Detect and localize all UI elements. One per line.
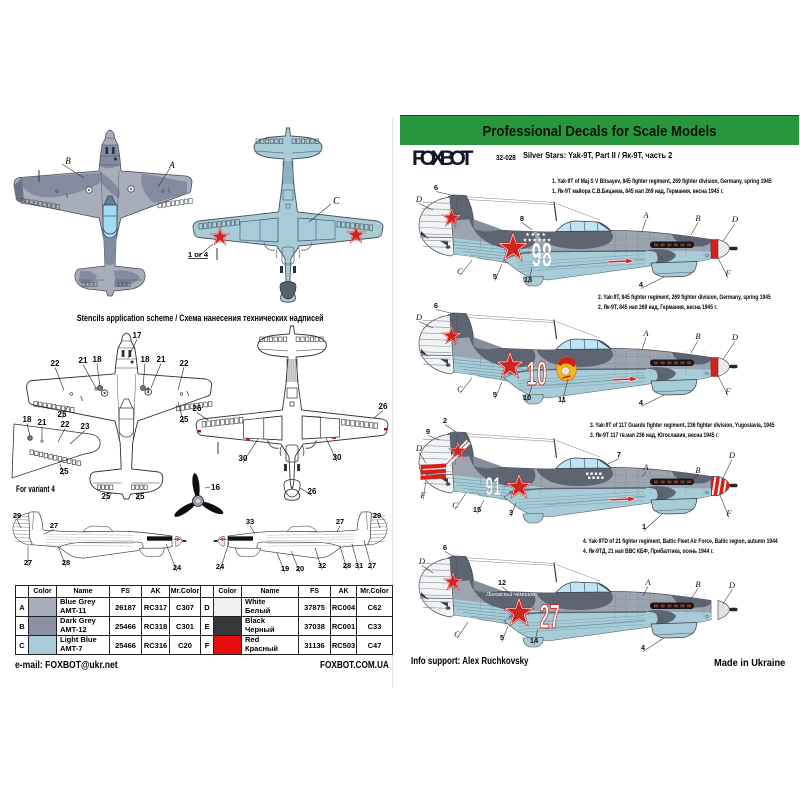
svg-text:28: 28 bbox=[62, 558, 70, 567]
svg-text:29: 29 bbox=[13, 511, 21, 520]
svg-text:D: D bbox=[728, 580, 736, 590]
svg-text:28: 28 bbox=[343, 561, 351, 570]
svg-text:F: F bbox=[725, 508, 732, 518]
svg-text:26: 26 bbox=[193, 404, 202, 413]
svg-text:D: D bbox=[731, 214, 739, 224]
svg-text:D: D bbox=[731, 332, 739, 342]
svg-text:A: A bbox=[168, 160, 175, 170]
svg-text:D: D bbox=[415, 443, 423, 453]
svg-text:27: 27 bbox=[336, 517, 344, 526]
svg-text:B: B bbox=[695, 213, 700, 223]
svg-text:12: 12 bbox=[498, 578, 506, 587]
svg-text:4: 4 bbox=[641, 643, 646, 652]
svg-text:30: 30 bbox=[239, 454, 248, 463]
svg-text:30: 30 bbox=[333, 453, 342, 462]
svg-text:C: C bbox=[333, 196, 340, 207]
svg-text:5: 5 bbox=[493, 272, 497, 281]
svg-text:A: A bbox=[642, 462, 649, 472]
svg-text:91: 91 bbox=[486, 474, 501, 502]
svg-text:Лиговский чемпион: Лиговский чемпион bbox=[485, 591, 535, 598]
svg-text:F: F bbox=[419, 490, 426, 500]
svg-text:F: F bbox=[724, 268, 731, 278]
svg-text:B: B bbox=[695, 579, 700, 589]
svg-text:19: 19 bbox=[281, 564, 289, 573]
svg-text:21: 21 bbox=[38, 418, 47, 427]
svg-text:27: 27 bbox=[368, 561, 376, 570]
svg-text:B: B bbox=[65, 156, 71, 166]
svg-text:1 or 4: 1 or 4 bbox=[188, 250, 209, 259]
svg-text:27: 27 bbox=[50, 521, 58, 530]
svg-text:14: 14 bbox=[530, 636, 539, 645]
svg-text:2: 2 bbox=[443, 416, 447, 425]
svg-text:A: A bbox=[642, 210, 649, 220]
svg-text:3: 3 bbox=[509, 508, 513, 517]
svg-text:25: 25 bbox=[60, 467, 69, 476]
svg-text:9: 9 bbox=[426, 427, 430, 436]
svg-text:13: 13 bbox=[524, 275, 532, 284]
svg-text:33: 33 bbox=[246, 517, 254, 526]
svg-text:16: 16 bbox=[211, 483, 220, 492]
svg-text:18: 18 bbox=[23, 415, 32, 424]
svg-text:25: 25 bbox=[58, 410, 67, 419]
svg-text:B: B bbox=[695, 331, 700, 341]
svg-text:26: 26 bbox=[379, 402, 388, 411]
svg-text:C: C bbox=[454, 629, 460, 639]
svg-text:17: 17 bbox=[133, 331, 142, 340]
svg-text:22: 22 bbox=[180, 359, 189, 368]
svg-text:27: 27 bbox=[24, 558, 32, 567]
svg-text:32: 32 bbox=[318, 561, 326, 570]
svg-text:D: D bbox=[418, 556, 426, 566]
svg-text:98: 98 bbox=[532, 235, 553, 274]
svg-text:20: 20 bbox=[296, 564, 304, 573]
svg-text:10: 10 bbox=[523, 393, 531, 402]
svg-text:27: 27 bbox=[540, 597, 561, 636]
svg-text:5: 5 bbox=[500, 633, 504, 642]
svg-text:C: C bbox=[452, 500, 458, 510]
svg-text:F: F bbox=[724, 386, 731, 396]
svg-text:11: 11 bbox=[558, 395, 566, 404]
svg-text:C: C bbox=[457, 384, 463, 394]
svg-text:6: 6 bbox=[434, 301, 438, 310]
svg-text:A: A bbox=[644, 577, 651, 587]
svg-text:25: 25 bbox=[136, 492, 145, 501]
svg-text:25: 25 bbox=[180, 415, 189, 424]
svg-text:A: A bbox=[642, 328, 649, 338]
svg-text:4: 4 bbox=[639, 398, 644, 407]
svg-text:18: 18 bbox=[141, 355, 150, 364]
svg-text:6: 6 bbox=[443, 543, 447, 552]
svg-text:B: B bbox=[695, 465, 700, 475]
svg-text:10: 10 bbox=[527, 354, 548, 393]
svg-text:C: C bbox=[457, 266, 463, 276]
svg-text:15: 15 bbox=[473, 505, 481, 514]
svg-text:4: 4 bbox=[639, 280, 644, 289]
svg-text:22: 22 bbox=[51, 359, 60, 368]
svg-text:D: D bbox=[415, 194, 423, 204]
svg-text:7: 7 bbox=[617, 450, 621, 459]
svg-text:D: D bbox=[728, 450, 736, 460]
svg-text:1: 1 bbox=[642, 522, 646, 531]
svg-text:24: 24 bbox=[216, 562, 225, 571]
svg-text:21: 21 bbox=[157, 355, 166, 364]
svg-text:5: 5 bbox=[493, 390, 497, 399]
svg-text:FOXBOT: FOXBOT bbox=[412, 147, 474, 170]
svg-text:31: 31 bbox=[355, 561, 363, 570]
svg-text:6: 6 bbox=[434, 183, 438, 192]
svg-text:24: 24 bbox=[173, 563, 182, 572]
svg-text:D: D bbox=[415, 312, 423, 322]
svg-text:23: 23 bbox=[81, 422, 90, 431]
svg-text:25: 25 bbox=[102, 492, 111, 501]
svg-text:21: 21 bbox=[79, 356, 88, 365]
svg-text:18: 18 bbox=[93, 355, 102, 364]
svg-text:26: 26 bbox=[308, 487, 317, 496]
svg-text:22: 22 bbox=[61, 420, 70, 429]
svg-text:29: 29 bbox=[373, 511, 381, 520]
svg-text:8: 8 bbox=[520, 214, 524, 223]
